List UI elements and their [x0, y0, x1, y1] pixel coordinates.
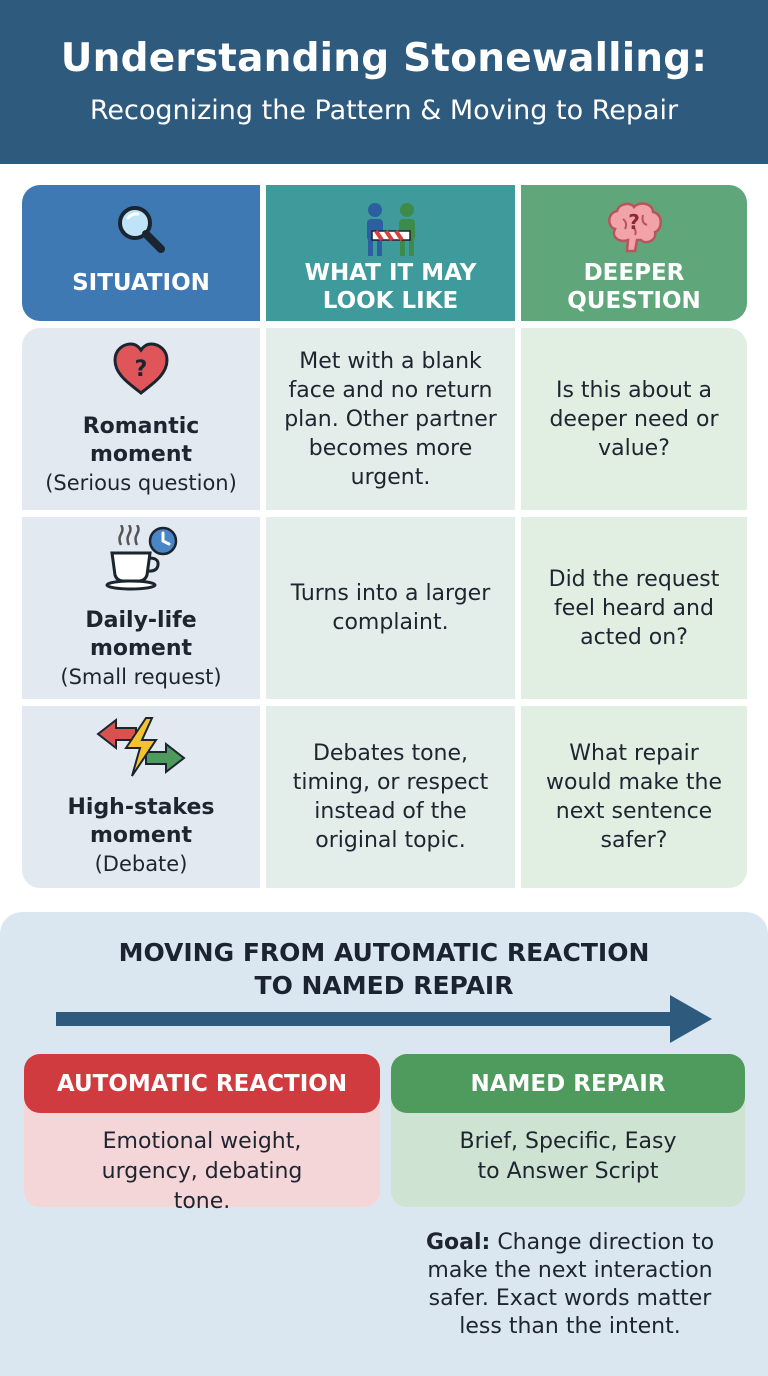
named-repair-text: Brief, Specific, Easy to Answer Script	[459, 1129, 677, 1184]
situation-subtitle: (Debate)	[94, 852, 188, 876]
repair-section: MOVING FROM AUTOMATIC REACTION TO NAMED …	[0, 912, 768, 1376]
column-label-deeper-question: DEEPER QUESTION	[567, 260, 701, 314]
svg-text:?: ?	[628, 210, 640, 234]
named-repair-label: NAMED REPAIR	[391, 1054, 745, 1113]
table-row-2-situation: Daily-life moment (Small request)	[22, 517, 260, 699]
lightning-arrows-icon	[96, 716, 186, 786]
brain-question-icon: ?	[521, 199, 747, 259]
situation-title: High-stakes moment	[67, 795, 215, 848]
table-row-3-looks-like: Debates tone, timing, or respect instead…	[266, 706, 515, 888]
column-header-looks-like: WHAT IT MAY LOOK LIKE	[266, 185, 515, 321]
looks-like-text: Turns into a larger complaint.	[290, 581, 491, 635]
deeper-question-text: Did the request feel heard and acted on?	[548, 566, 720, 650]
column-header-situation: SITUATION	[22, 185, 260, 321]
column-label-looks-like: WHAT IT MAY LOOK LIKE	[304, 260, 477, 314]
automatic-reaction-card: AUTOMATIC REACTION Emotional weight, urg…	[24, 1054, 380, 1214]
table-row-2-looks-like: Turns into a larger complaint.	[266, 517, 515, 699]
header-banner: Understanding Stonewalling: Recognizing …	[0, 0, 768, 164]
situation-title: Romantic moment	[82, 414, 200, 467]
table-row-1-looks-like: Met with a blank face and no return plan…	[266, 328, 515, 510]
goal-label: Goal:	[425, 1230, 491, 1255]
coffee-clock-icon	[103, 524, 179, 599]
magnifier-icon	[22, 199, 260, 259]
automatic-reaction-label: AUTOMATIC REACTION	[24, 1054, 380, 1113]
svg-text:?: ?	[135, 357, 148, 382]
deeper-question-text: Is this about a deeper need or value?	[549, 377, 719, 461]
looks-like-text: Debates tone, timing, or respect instead…	[292, 741, 489, 853]
page-subtitle: Recognizing the Pattern & Moving to Repa…	[89, 95, 679, 126]
situation-title: Daily-life moment	[85, 608, 197, 661]
table-row-1-question: Is this about a deeper need or value?	[521, 328, 747, 510]
deeper-question-text: What repair would make the next sentence…	[546, 741, 722, 853]
right-arrow-icon	[56, 995, 714, 1047]
two-people-barrier-icon	[266, 199, 515, 259]
situation-subtitle: (Small request)	[60, 665, 222, 689]
goal-note: Goal: Change direction to make the next …	[410, 1229, 730, 1341]
repair-section-title: MOVING FROM AUTOMATIC REACTION TO NAMED …	[118, 938, 650, 1000]
column-label-situation: SITUATION	[72, 270, 210, 296]
table-row-3-situation: High-stakes moment (Debate)	[22, 706, 260, 888]
automatic-reaction-text: Emotional weight, urgency, debating tone…	[101, 1129, 303, 1214]
named-repair-card: NAMED REPAIR Brief, Specific, Easy to An…	[391, 1054, 745, 1207]
page-title: Understanding Stonewalling:	[60, 36, 708, 81]
goal-text: Change direction to make the next intera…	[427, 1230, 715, 1339]
looks-like-text: Met with a blank face and no return plan…	[284, 348, 497, 490]
table-row-3-question: What repair would make the next sentence…	[521, 706, 747, 888]
column-header-deeper-question: ? DEEPER QUESTION	[521, 185, 747, 321]
situation-subtitle: (Serious question)	[45, 471, 237, 495]
heart-question-icon: ?	[110, 341, 172, 405]
table-row-2-question: Did the request feel heard and acted on?	[521, 517, 747, 699]
table-row-1-situation: ? Romantic moment (Serious question)	[22, 328, 260, 510]
